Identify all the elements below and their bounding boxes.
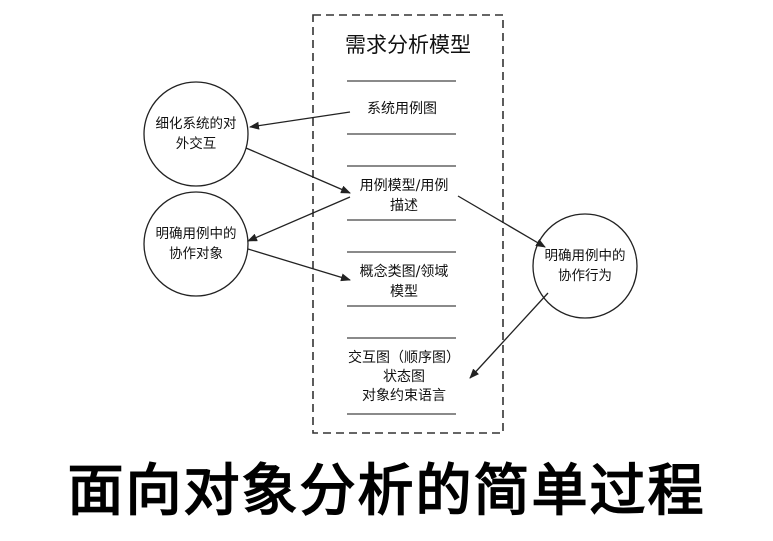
section-line: 状态图 (383, 369, 425, 385)
circle-line: 明确用例中的 (156, 226, 237, 242)
section-line: 对象约束语言 (362, 388, 446, 404)
circle-line: 协作对象 (169, 246, 223, 262)
section-line: 用例模型/用例 (360, 178, 449, 194)
circle-line: 明确用例中的 (545, 248, 626, 264)
section-dividers (347, 80, 456, 415)
arrow-behavior-to-interaction (469, 292, 549, 379)
arrow-usecase-model-to-objects (247, 196, 351, 242)
section-use-case-diagram: 系统用例图 (367, 101, 437, 117)
section-line: 概念类图/领域 (360, 263, 449, 280)
requirements-model-box (312, 14, 504, 434)
flow-arrows (245, 111, 549, 379)
arrow-usecase-model-to-behavior (457, 195, 546, 248)
arrow-objects-to-concept-model (247, 248, 351, 282)
circle-line: 外交互 (176, 135, 217, 152)
section-use-case-model: 用例模型/用例 描述 (360, 178, 449, 214)
arrow-refine-to-usecase-model (245, 147, 351, 194)
model-title: 需求分析模型 (345, 33, 471, 57)
circle-collaboration-objects: 明确用例中的 协作对象 (143, 191, 249, 297)
arrow-usecase-to-refine (249, 111, 351, 130)
section-line: 描述 (390, 198, 418, 214)
circle-collaboration-behavior: 明确用例中的 协作行为 (532, 213, 638, 319)
circle-line: 协作行为 (558, 268, 612, 284)
section-interaction-diagrams: 交互图（顺序图） 状态图 对象约束语言 (348, 349, 460, 404)
circle-line: 细化系统的对 (156, 116, 237, 132)
section-line: 模型 (390, 284, 418, 300)
section-concept-class-diagram: 概念类图/领域 模型 (360, 263, 449, 300)
section-line: 交互图（顺序图） (348, 349, 460, 366)
circle-refine-interaction: 细化系统的对 外交互 (143, 81, 249, 187)
page-caption: 面向对象分析的简单过程 (67, 459, 706, 524)
